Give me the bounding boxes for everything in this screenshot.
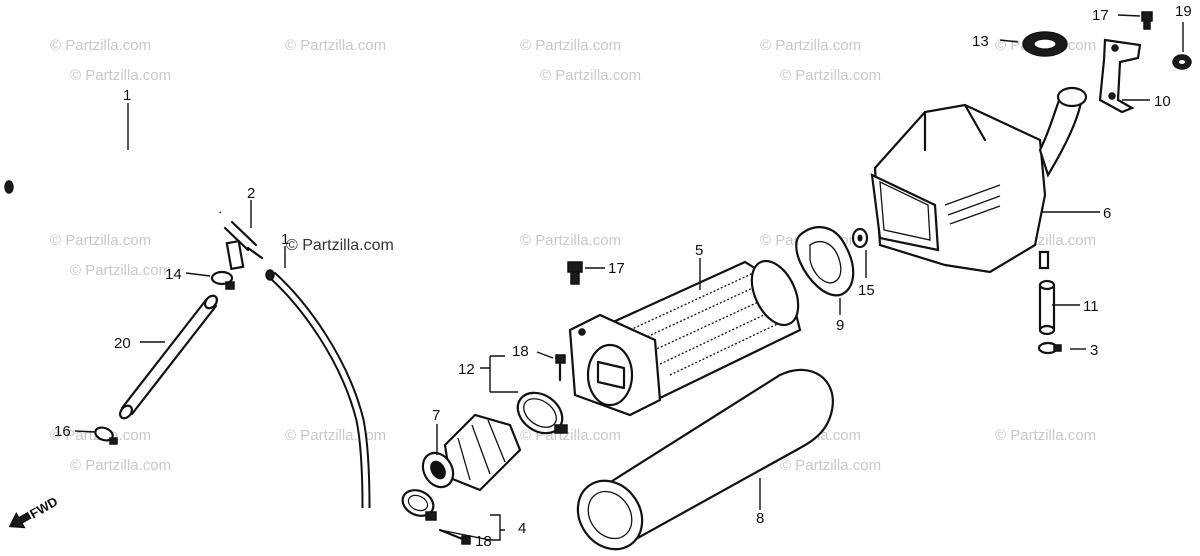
watermark: © Partzilla.com — [70, 67, 171, 84]
callout-3: 3 — [1090, 342, 1098, 359]
callout-20: 20 — [114, 335, 131, 352]
callout-11: 11 — [1083, 298, 1099, 315]
callout-1b: 1 — [281, 231, 289, 248]
part-11-drain-tube — [1038, 250, 1056, 336]
part-12-band — [516, 391, 568, 435]
part-14-clip — [210, 270, 235, 290]
callout-17-mid: 17 — [608, 260, 625, 277]
watermark: © Partzilla.com — [520, 37, 621, 54]
callout-19: 19 — [1175, 3, 1192, 20]
callout-6: 6 — [1103, 205, 1111, 222]
part-1-tube-right — [265, 269, 371, 509]
part-4-band — [401, 489, 437, 521]
part-17-bolt-top — [1141, 11, 1153, 30]
callout-17-top: 17 — [1092, 7, 1109, 24]
watermark: © Partzilla.com — [285, 37, 386, 54]
fwd-arrow-icon: FWD — [8, 494, 60, 529]
part-5-filter-element — [568, 259, 802, 417]
fwd-label: FWD — [27, 494, 60, 522]
callout-14: 14 — [165, 266, 182, 283]
callout-15: 15 — [858, 282, 875, 299]
watermark: © Partzilla.com — [50, 232, 151, 249]
watermark: © Partzilla.com — [995, 427, 1096, 444]
watermark: © Partzilla.com — [285, 427, 386, 444]
part-19-nut — [1172, 54, 1192, 70]
watermark: © Partzilla.com — [70, 262, 171, 279]
callout-7: 7 — [432, 407, 440, 424]
watermark: © Partzilla.com — [70, 457, 171, 474]
callout-2: 2 — [247, 185, 255, 202]
callout-10: 10 — [1154, 93, 1171, 110]
callout-9: 9 — [836, 317, 844, 334]
callout-8: 8 — [756, 510, 764, 527]
callout-16: 16 — [54, 423, 71, 440]
part-18-screw-lower — [438, 528, 471, 545]
watermark: © Partzilla.com — [760, 37, 861, 54]
part-1-tube-left — [4, 157, 223, 214]
leader-lines — [74, 14, 1184, 541]
part-9-cover — [795, 226, 855, 297]
part-20-tube — [118, 294, 219, 420]
part-6-air-cleaner-case — [870, 86, 1088, 274]
part-10-bracket — [1098, 38, 1142, 114]
part-3-clip — [1037, 341, 1062, 355]
callout-18-upper: 18 — [512, 343, 529, 360]
callout-4: 4 — [518, 520, 526, 537]
part-13-grommet — [1022, 31, 1068, 57]
callout-1: 1 — [123, 87, 131, 104]
part-18-screw-upper — [555, 354, 566, 382]
watermark: © Partzilla.com — [520, 232, 621, 249]
callout-13: 13 — [972, 33, 989, 50]
callout-labels: 1 2 1 14 20 16 3 11 6 10 13 17 19 5 9 15… — [54, 3, 1192, 550]
callout-12: 12 — [458, 361, 475, 378]
part-16-clip — [94, 426, 118, 445]
part-2-t-joint — [223, 220, 264, 271]
part-7-connecting-tube — [421, 413, 522, 492]
callout-5: 5 — [695, 242, 703, 259]
watermark: © Partzilla.com — [780, 457, 881, 474]
part-17-bolt-mid — [567, 261, 583, 285]
callout-18-lower: 18 — [475, 533, 492, 550]
watermark: © Partzilla.com — [540, 67, 641, 84]
part-15-washer — [851, 227, 869, 249]
watermark: © Partzilla.com — [50, 37, 151, 54]
watermark: © Partzilla.com — [780, 67, 881, 84]
watermark-dark: © Partzilla.com — [286, 237, 394, 254]
part-8-foam-element — [576, 368, 834, 551]
